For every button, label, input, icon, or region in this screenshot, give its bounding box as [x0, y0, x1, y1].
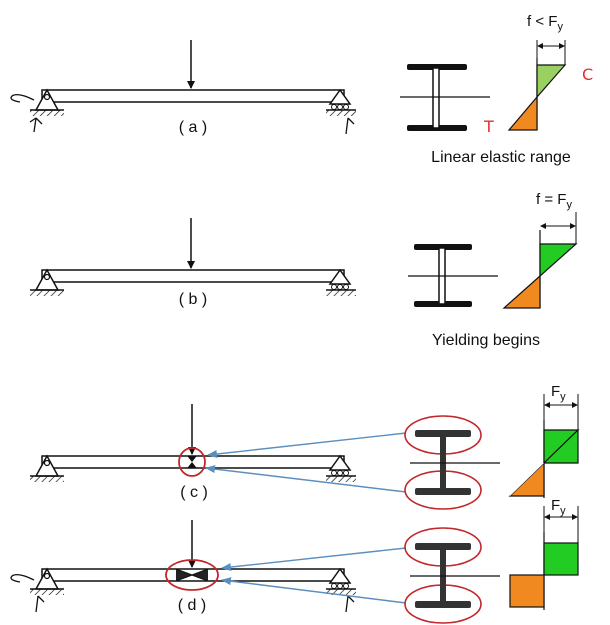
roller-support-icon [326, 88, 356, 135]
i-beam-section-icon [404, 527, 500, 624]
stress-label-b: f = Fy [536, 191, 572, 211]
roller-support-icon [326, 567, 356, 613]
tension-handwritten-label: T [483, 117, 494, 136]
plastic-hinge-circle [165, 559, 219, 591]
callout-arrows-c [205, 432, 407, 493]
panel-label-a: ( a ) [179, 119, 207, 136]
caption-a: Linear elastic range [431, 149, 571, 166]
caption-b: Yielding begins [432, 332, 540, 349]
beam-b [41, 269, 345, 283]
stress-distribution-c [508, 394, 580, 498]
stress-label-d: Fy [551, 497, 566, 517]
stress-distribution-a [507, 40, 567, 131]
pin-support-icon [30, 268, 64, 296]
stress-label-c: Fy [551, 383, 566, 403]
panel-b: ( b ) f = Fy Yielding begins [30, 191, 578, 349]
panel-label-b: ( b ) [179, 291, 207, 308]
panel-label-c: ( c ) [180, 484, 208, 501]
pin-support-icon [30, 454, 64, 482]
pin-support-icon [10, 567, 64, 613]
roller-support-icon [326, 268, 356, 296]
panel-d: ( d ) Fy [10, 497, 579, 624]
panel-label-d: ( d ) [178, 597, 206, 614]
stress-distribution-d [509, 506, 579, 610]
i-beam-section-icon [408, 244, 498, 307]
beam-a [41, 89, 345, 103]
panel-a: ( a ) f < Fy C T Linear elastic range [10, 13, 593, 166]
panel-c: ( c ) Fy [30, 383, 580, 510]
roller-support-icon [326, 454, 356, 482]
i-beam-section-icon [400, 64, 490, 131]
compression-handwritten-label: C [582, 65, 593, 84]
plastic-hinge-circle [178, 447, 206, 477]
callout-arrows-d [221, 547, 407, 604]
stress-label-a: f < Fy [527, 13, 563, 33]
stress-distribution-b [502, 212, 578, 309]
i-beam-section-icon [404, 415, 500, 510]
pin-support-icon [10, 88, 64, 133]
